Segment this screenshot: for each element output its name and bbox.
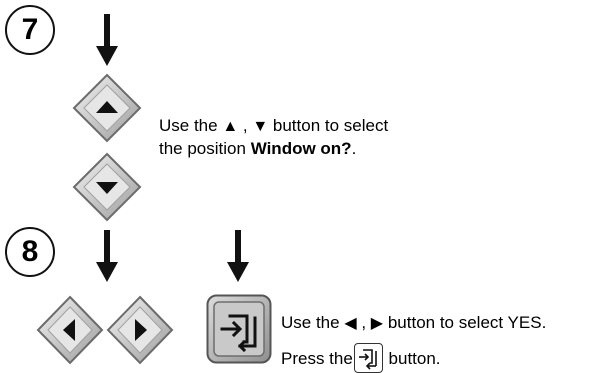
right-arrow-button-icon[interactable] bbox=[106, 295, 174, 365]
step-8-line-1: Use the ◀ , ▶ button to select YES. bbox=[281, 313, 547, 332]
right-triangle-icon: ▶ bbox=[370, 315, 384, 332]
enter-key-icon bbox=[353, 343, 383, 373]
down-arrow-button-icon[interactable] bbox=[72, 152, 142, 222]
step-7-instruction: Use the ▲ , ▼ button to select the posit… bbox=[159, 115, 388, 160]
step-7-line-1: Use the ▲ , ▼ button to select bbox=[159, 116, 389, 135]
step-8-number: 8 bbox=[5, 227, 55, 277]
enter-button-icon[interactable] bbox=[206, 294, 272, 364]
up-arrow-button-icon[interactable] bbox=[72, 73, 142, 143]
step-7-number: 7 bbox=[5, 5, 55, 55]
down-arrow-icon bbox=[95, 230, 119, 282]
step-7-line-2: the position Window on?. bbox=[159, 139, 357, 158]
down-arrow-icon bbox=[95, 14, 119, 66]
down-arrow-icon bbox=[226, 230, 250, 282]
left-triangle-icon: ◀ bbox=[344, 315, 357, 332]
down-triangle-icon: ▼ bbox=[252, 118, 269, 135]
up-triangle-icon: ▲ bbox=[222, 118, 239, 135]
left-arrow-button-icon[interactable] bbox=[36, 295, 104, 365]
step-8-line-2: Press the button. bbox=[281, 343, 441, 373]
window-on-label: Window on? bbox=[250, 139, 352, 158]
